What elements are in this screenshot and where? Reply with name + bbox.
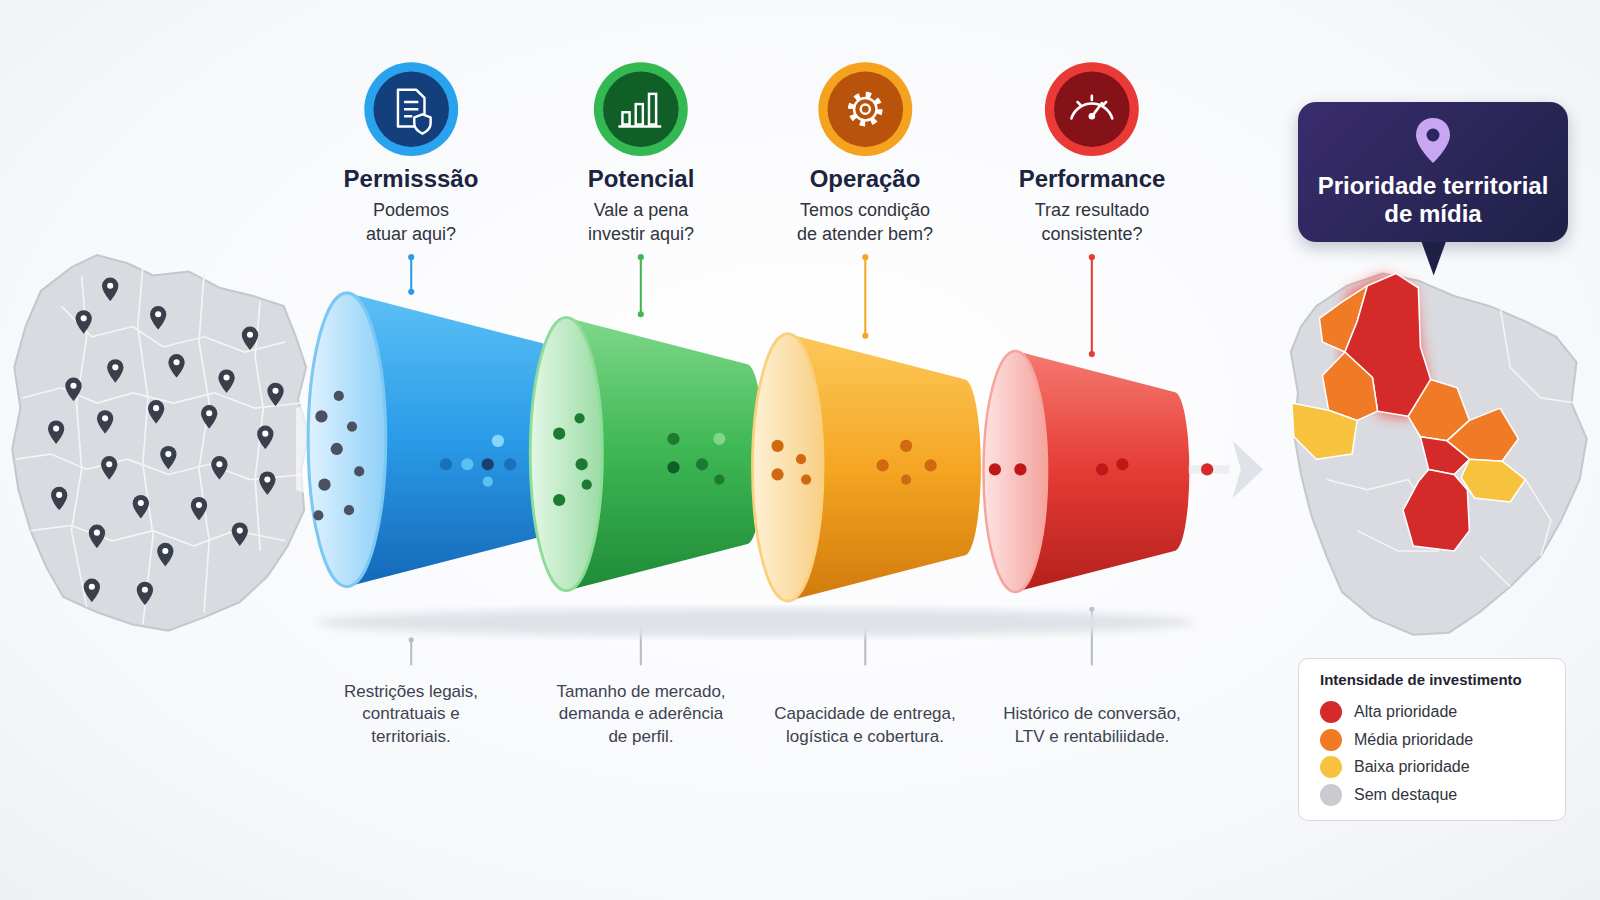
stage-title: Permisssão (344, 164, 479, 194)
stage-description: Restrições legais, contratuais e territo… (335, 681, 487, 749)
stage-column: PotencialVale a pena investir aqui? Taman… (528, 164, 754, 748)
stage-title: Operação (810, 164, 921, 194)
legend-row: Alta prioridade (1320, 700, 1457, 724)
callout-title: Prioridade territorial de mídia (1312, 172, 1554, 228)
legend-text: Alta prioridade (1354, 701, 1457, 723)
legend-swatch (1320, 729, 1342, 751)
stage-description: Capacidade de entrega, logística e cober… (766, 703, 964, 748)
stage-question: Temos condição de atender bem? (791, 198, 939, 246)
stage-description: Tamanho de mercado, demanda e aderência … (550, 681, 732, 749)
stage-column: PermisssãoPodemos atuar aqui? Restrições … (298, 164, 524, 748)
legend-text: Baixa prioridade (1354, 756, 1470, 778)
stage-column: PerformanceTraz resultado consistente? Hi… (979, 164, 1205, 748)
legend-title: Intensidade de investimento (1320, 670, 1556, 690)
legend-row: Sem destaque (1320, 783, 1457, 807)
stage-question: Podemos atuar aqui? (355, 198, 467, 246)
legend-row: Baixa prioridade (1320, 755, 1470, 779)
legend-swatch (1320, 701, 1342, 723)
legend-text: Sem destaque (1354, 784, 1457, 806)
pin-icon (1413, 116, 1453, 166)
stage-question: Traz resultado consistente? (1026, 198, 1158, 246)
stage-column: OperaçãoTemos condição de atender bem? Ca… (752, 164, 978, 748)
stage-title: Potencial (588, 164, 695, 194)
legend-text: Média prioridade (1354, 729, 1473, 751)
legend-swatch (1320, 756, 1342, 778)
stage-question: Vale a pena investir aqui? (580, 198, 702, 246)
legend-row: Média prioridade (1320, 728, 1473, 752)
legend-swatch (1320, 784, 1342, 806)
stage-description: Histórico de conversão, LTV e rentabilii… (995, 703, 1189, 748)
stage-title: Performance (1019, 164, 1166, 194)
